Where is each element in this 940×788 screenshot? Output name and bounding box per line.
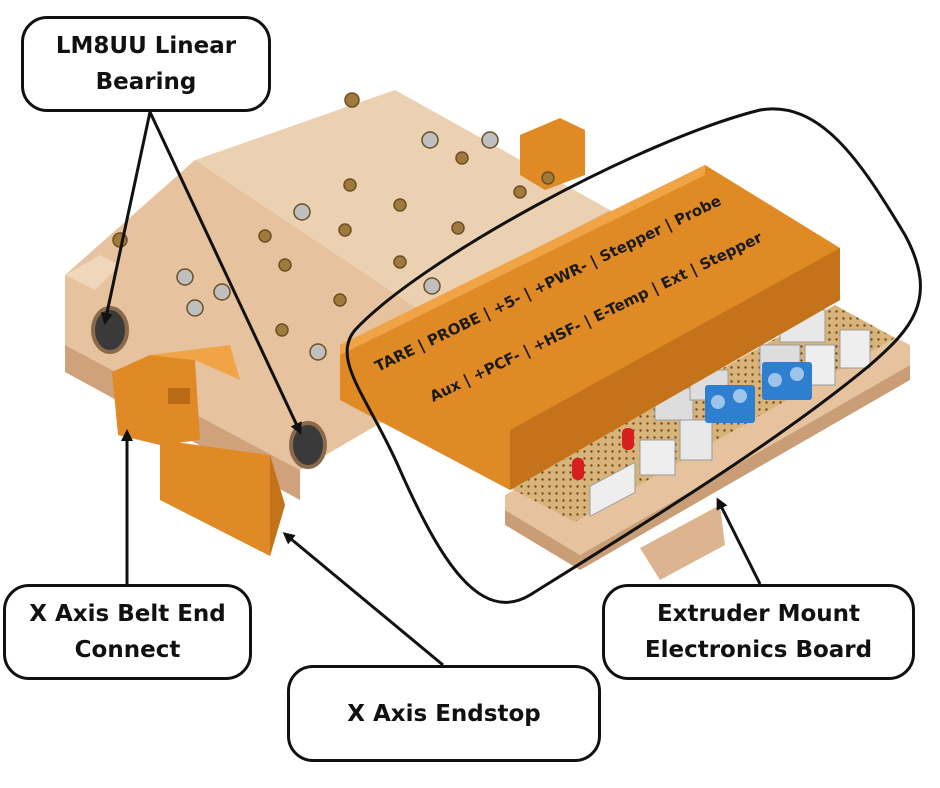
callout-line: LM8UU Linear	[55, 33, 237, 59]
carriage-front-face	[65, 160, 420, 470]
belt-clamp	[112, 345, 240, 445]
arrow-board	[716, 497, 762, 585]
leds	[572, 428, 634, 480]
callout-x-axis-endstop: X Axis Endstop	[287, 665, 601, 762]
callout-line: Connect	[74, 637, 181, 663]
callout-x-axis-belt-end: X Axis Belt End Connect	[3, 584, 252, 680]
arrow-bearing-left	[101, 111, 152, 325]
terminal-blocks	[705, 362, 812, 423]
callout-extruder-mount-board: Extruder Mount Electronics Board	[602, 584, 915, 680]
electronics-enclosure	[340, 165, 840, 490]
callout-line: X Axis Belt End	[29, 601, 226, 627]
callout-line: Electronics Board	[644, 637, 873, 663]
pointer-arrows	[101, 111, 762, 667]
arrow-bearing-right	[148, 111, 302, 435]
arrow-endstop	[282, 532, 444, 667]
carriage-left-top	[65, 255, 120, 290]
rear-tab	[520, 118, 585, 190]
callout-line: X Axis Endstop	[347, 700, 541, 727]
endstop-block	[160, 440, 285, 556]
mounting-holes	[112, 92, 555, 361]
board-highlight-outline	[345, 107, 922, 604]
callout-lm8uu-linear-bearing: LM8UU Linear Bearing	[21, 16, 271, 112]
callout-line: Bearing	[95, 69, 197, 95]
callout-line: Extruder Mount	[656, 601, 861, 627]
